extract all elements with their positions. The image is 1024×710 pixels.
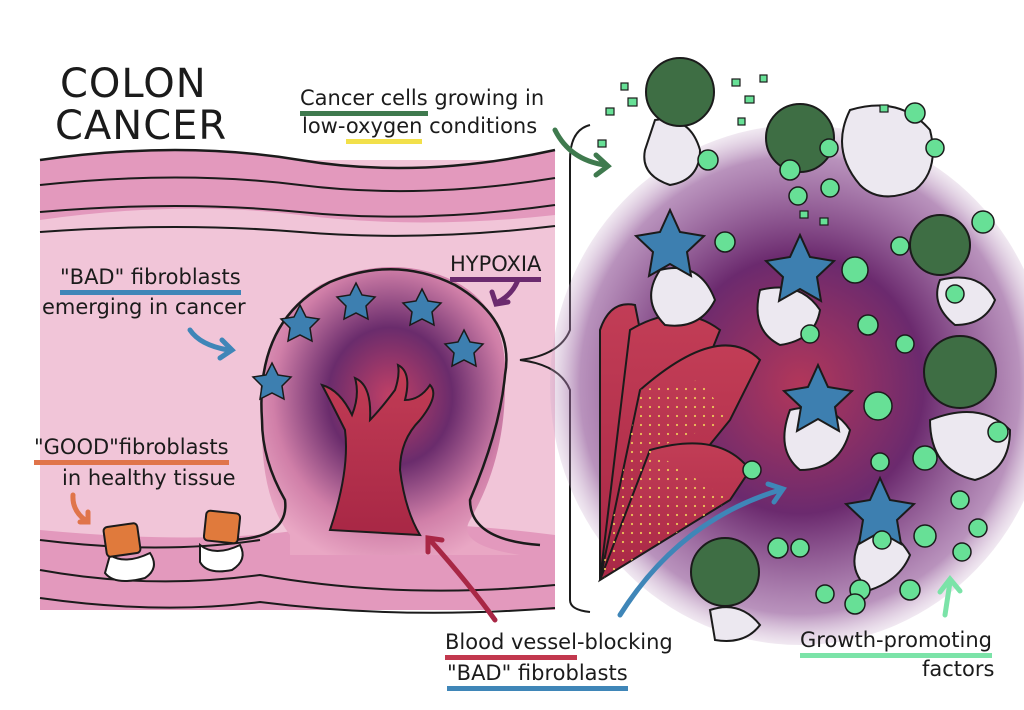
growth-factor-icon [945,284,965,304]
bad-fibroblasts-label: "BAD" fibroblasts [60,265,241,295]
growth-factor-icon [844,593,866,615]
cancer-cell-fragments [597,74,889,226]
cancer-cells [645,57,997,607]
cancer-cell-icon [645,57,715,127]
growth-factor-icon [895,334,915,354]
cancer-cell-icon [765,103,835,173]
good-fibroblasts [102,509,244,583]
bad-fibroblast-star-icon [335,281,377,321]
good-fibroblasts-label-line2: in healthy tissue [62,466,236,490]
growth-factor-icon [870,452,890,472]
growth-factor-icon [742,460,762,480]
growth-factor-icon [857,314,879,336]
blocked-blood-vessels [598,303,762,583]
oxygen-term: oxygen [345,114,423,144]
growth-factor-icon [904,102,926,124]
growth-factor-icon [815,584,835,604]
growth-factor-icon [987,421,1009,443]
growth-factor-icon [872,530,892,550]
bad-fibroblasts-label-line2: emerging in cancer [42,295,246,319]
growth-factor-icon [697,149,719,171]
bad-fibroblast-star-icon [763,232,837,303]
zoomed-tumor [550,57,1024,645]
hypoxia-term: HYPOXIA [450,252,542,282]
blood-vessel-label: Blood vessel-blocking [445,630,673,660]
growth-label: Growth-promoting [800,628,992,658]
growth-factor-icon [800,324,820,344]
growth-term: Growth-promoting [800,628,992,658]
growth-factor-icon [767,537,789,559]
bad-fibroblast-stars-zoom [633,207,917,546]
cancer-cell-icon [909,214,971,276]
growth-factors [697,102,1009,615]
blood-vessel [320,363,435,537]
bad-fibroblast-star-icon [781,362,855,433]
arrows-right [552,127,963,618]
title-line-2: CANCER [55,103,228,149]
cancer-cell-icon [690,537,760,607]
growth-factor-icon [779,159,801,181]
tumor-bump [224,267,541,555]
growth-factor-icon [925,138,945,158]
growth-factor-icon [714,231,736,253]
hypoxia-label: HYPOXIA [450,252,542,282]
growth-factor-icon [899,579,921,601]
good-fibroblast-icon [202,509,242,545]
cancer-cell-icon [923,335,997,409]
growth-factor-icon [950,490,970,510]
blood-vessel-term: Blood vessel [445,630,577,660]
arrows-left [70,277,521,623]
bad-fibroblasts-term: "BAD" fibroblasts [60,265,241,295]
growth-factor-icon [971,210,995,234]
blood-vessel-text: -blocking [576,630,673,654]
good-fibroblasts-term: "GOOD"fibroblasts [34,435,229,465]
cancer-cells-label-line2: low-oxygen conditions [302,114,538,144]
bad-fibroblast-star-icon [443,328,485,368]
cancer-cells-term: Cancer cells [300,86,428,116]
cancer-cells-label: Cancer cells growing in [300,86,545,116]
blood-vessel-label-line2: "BAD" fibroblasts [447,661,628,691]
cancer-cells-text-low: low- [302,114,346,138]
growth-factor-icon [968,518,988,538]
growth-label-line2: factors [922,657,995,681]
growth-factor-icon [788,186,808,206]
growth-factor-icon [820,178,840,198]
growth-factor-icon [952,542,972,562]
good-fibroblast-icon [102,522,142,558]
bad-fibroblast-stars-bump [251,281,485,401]
growth-factor-icon [819,138,839,158]
bad-fibroblast-star-icon [251,361,293,401]
good-fibroblasts-label: "GOOD"fibroblasts [34,435,229,465]
cancer-cells-text: growing in [427,86,545,110]
title-line-1: COLON [60,61,207,107]
blood-vessel-bad-term: "BAD" fibroblasts [447,661,628,691]
bad-fibroblast-star-icon [279,303,321,343]
growth-factor-icon [912,445,938,471]
bad-fibroblast-star-icon [633,207,707,278]
growth-factor-icon [863,391,893,421]
growth-factor-icon [890,236,910,256]
growth-factor-icon [913,524,937,548]
growth-factor-icon [841,256,869,284]
growth-factor-icon [790,538,810,558]
bad-fibroblast-star-icon [401,287,443,327]
cancer-cells-text-conditions: conditions [422,114,538,138]
